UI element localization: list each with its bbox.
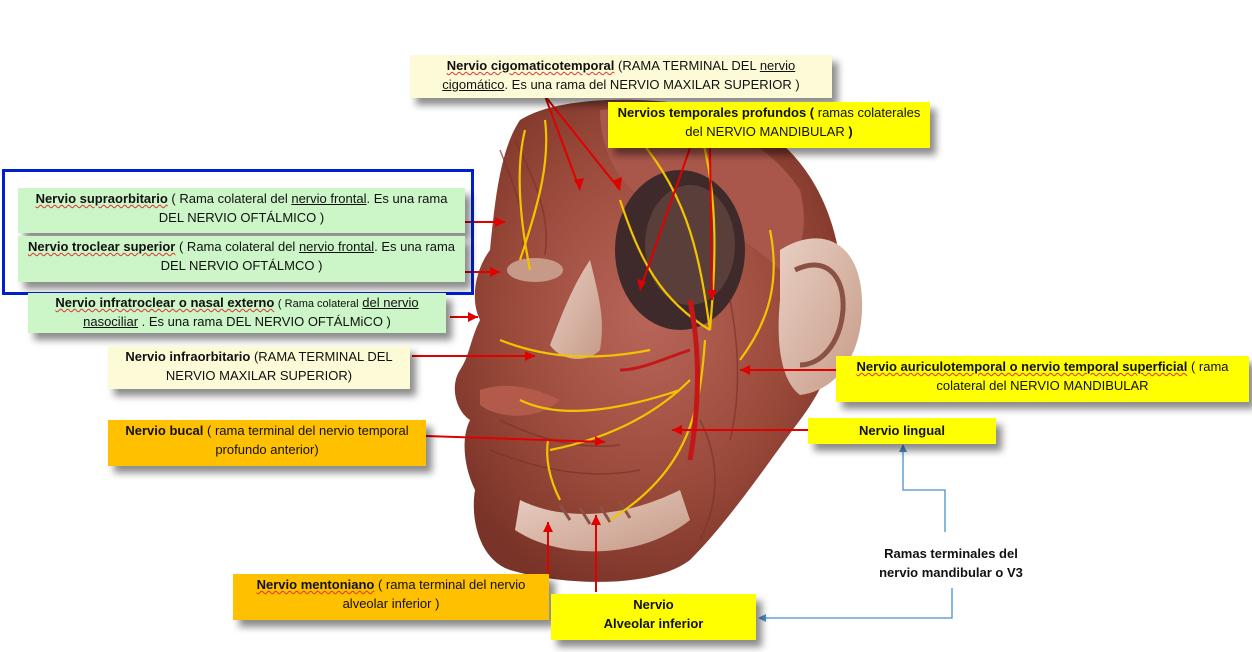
- label-temporales-profundos: Nervios temporales profundos ( ramas col…: [608, 102, 930, 148]
- label-ramas-terminales: Ramas terminales del nervio mandibular o…: [862, 544, 1040, 582]
- label-link: nervio frontal: [298, 239, 375, 254]
- label-name: Nervio auriculotemporal o nervio tempora…: [856, 359, 1188, 374]
- label-text: ( rama colateral del NERVIO MANDIBULAR: [936, 359, 1229, 393]
- label-text: . Es una rama del NERVIO MAXILAR SUPERIO…: [504, 77, 800, 92]
- label-text: (RAMA TERMINAL DEL: [617, 58, 757, 73]
- label-alveolar-inferior: Nervio Alveolar inferior: [551, 594, 756, 640]
- label-troclear-superior: Nervio troclear superior ( Rama colatera…: [18, 236, 465, 282]
- label-text: ( Rama colateral del: [171, 191, 288, 206]
- label-cigomaticotemporal: Nervio cigomaticotemporal (RAMA TERMINAL…: [410, 55, 832, 98]
- label-name: Nervio supraorbitario: [35, 191, 168, 206]
- vessel: [687, 299, 700, 461]
- label-text: . Es una rama DEL NERVIO OFTÁLMiCO ): [138, 314, 391, 329]
- label-name: Nervio bucal: [125, 423, 204, 438]
- mandible: [515, 490, 690, 552]
- label-line2: Alveolar inferior: [603, 616, 704, 631]
- label-name: Nervios temporales profundos (: [617, 105, 815, 120]
- label-text: . Es una rama DEL NERVIO OFTÁLMICO ): [158, 191, 448, 225]
- label-name: Nervio infraorbitario: [125, 349, 251, 364]
- label-line2: nervio mandibular o V3: [879, 565, 1023, 580]
- label-name: Nervio lingual: [859, 423, 945, 438]
- label-text: ( rama terminal del nervio alveolar infe…: [342, 577, 526, 611]
- label-auriculotemporal: Nervio auriculotemporal o nervio tempora…: [836, 356, 1249, 402]
- ear: [778, 238, 863, 395]
- label-line1: Ramas terminales del: [884, 546, 1018, 561]
- label-name: Nervio infratroclear o nasal externo: [55, 295, 275, 310]
- label-text: ( rama terminal del nervio temporal prof…: [203, 423, 409, 457]
- label-text: ramas colaterales del NERVIO MANDIBULAR: [685, 105, 921, 139]
- label-name: Nervio cigomaticotemporal: [446, 58, 615, 73]
- label-text: . Es una rama DEL NERVIO OFTÁLMCO ): [160, 239, 456, 273]
- label-infraorbitario: Nervio infraorbitario (RAMA TERMINAL DEL…: [108, 346, 410, 389]
- label-lingual: Nervio lingual: [808, 418, 996, 444]
- label-link: del nervio nasociliar: [83, 295, 419, 329]
- label-supraorbitario: Nervio supraorbitario ( Rama colateral d…: [18, 188, 465, 233]
- label-text: ): [848, 124, 853, 139]
- label-text: (RAMA TERMINAL DEL NERVIO MAXILAR SUPERI…: [165, 349, 393, 383]
- nerve-temporal: [639, 139, 712, 331]
- label-text: ( Rama colateral: [277, 298, 359, 310]
- label-link: nervio frontal: [291, 191, 367, 206]
- label-link: nervio: [759, 58, 796, 73]
- nose: [550, 260, 602, 360]
- label-infratroclear: Nervio infratroclear o nasal externo ( R…: [28, 293, 446, 333]
- label-bucal: Nervio bucal ( rama terminal del nervio …: [108, 420, 426, 466]
- eye: [507, 258, 563, 282]
- label-line1: Nervio: [633, 597, 674, 612]
- label-mentoniano: Nervio mentoniano ( rama terminal del ne…: [233, 574, 549, 620]
- label-name: Nervio mentoniano: [256, 577, 375, 592]
- label-text: ( Rama colateral del: [178, 239, 296, 254]
- label-link: cigomático: [442, 77, 505, 92]
- label-name: Nervio troclear superior: [27, 239, 176, 254]
